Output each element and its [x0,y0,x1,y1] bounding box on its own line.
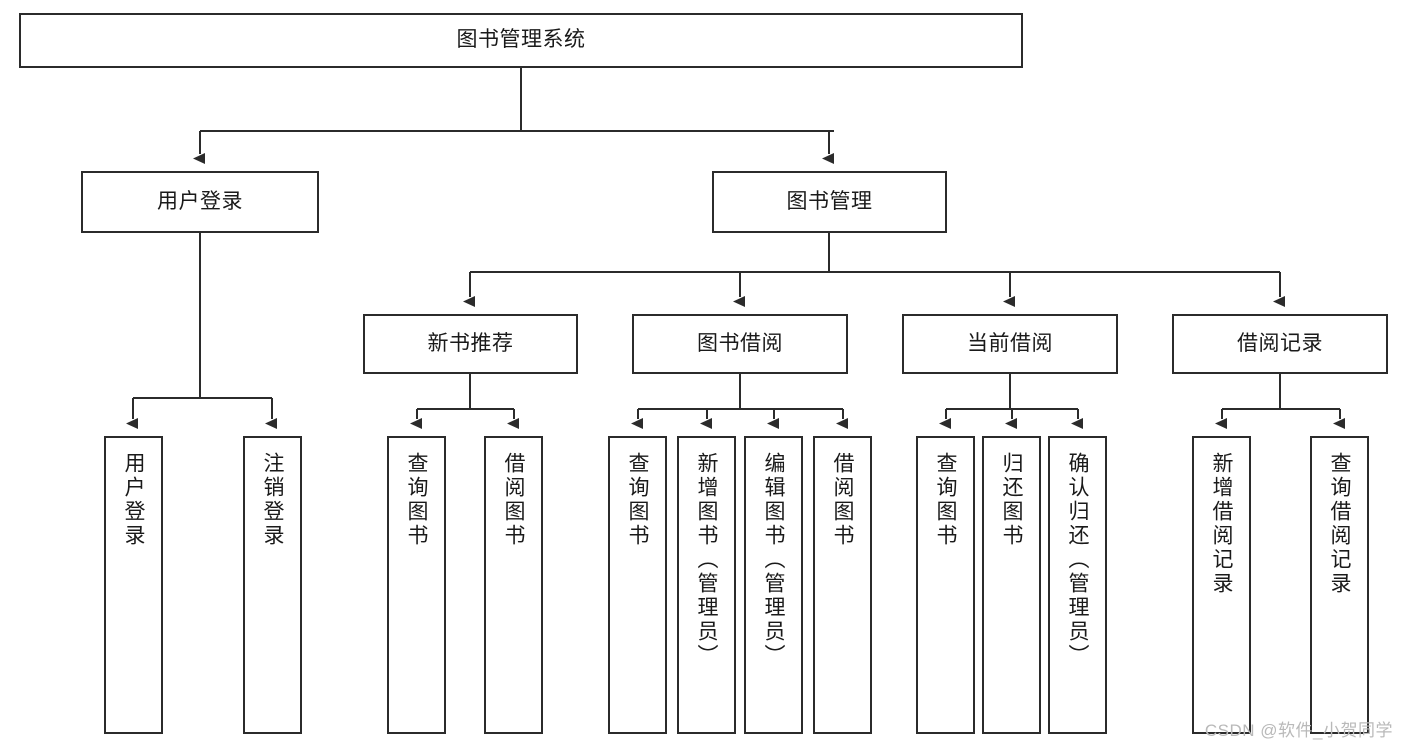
node-current-borrow[interactable]: 当前借阅 [902,314,1118,374]
leaf-logout[interactable]: 注销登录 [243,436,302,734]
node-new-book-recommend[interactable]: 新书推荐 [363,314,578,374]
leaf-query-book-recommend[interactable]: 查询图书 [387,436,446,734]
node-label: 当前借阅 [967,331,1053,355]
leaf-return-book[interactable]: 归还图书 [982,436,1041,734]
node-label: 新增图书（管理员） [695,452,718,668]
node-book-management[interactable]: 图书管理 [712,171,947,233]
leaf-add-book-admin[interactable]: 新增图书（管理员） [677,436,736,734]
node-label: 借阅图书 [502,452,525,548]
leaf-user-login[interactable]: 用户登录 [104,436,163,734]
watermark: CSDN @软件_小贺同学 [1204,721,1393,740]
node-label: 借阅图书 [831,452,854,548]
node-book-borrow[interactable]: 图书借阅 [632,314,848,374]
node-label: 新书推荐 [427,331,514,355]
node-user-login[interactable]: 用户登录 [81,171,319,233]
leaf-query-book-current[interactable]: 查询图书 [916,436,975,734]
node-label: 图书借阅 [697,331,783,355]
node-label: 查询借阅记录 [1328,452,1351,596]
node-label: 归还图书 [1000,452,1023,548]
node-label: 新增借阅记录 [1210,452,1233,596]
node-label: 查询图书 [626,452,649,548]
leaf-add-borrow-record[interactable]: 新增借阅记录 [1192,436,1251,734]
leaf-query-borrow-record[interactable]: 查询借阅记录 [1310,436,1369,734]
leaf-query-book-borrow[interactable]: 查询图书 [608,436,667,734]
node-label: 图书管理 [786,189,873,213]
leaf-borrow-book[interactable]: 借阅图书 [813,436,872,734]
node-label: 用户登录 [122,452,145,548]
node-label: 查询图书 [934,452,957,548]
node-label: 编辑图书（管理员） [762,452,785,668]
node-label: 查询图书 [405,452,428,548]
node-label: 图书管理系统 [456,28,586,52]
node-root-book-management-system[interactable]: 图书管理系统 [19,13,1023,68]
node-label: 确认归还（管理员） [1066,452,1089,668]
node-label: 借阅记录 [1237,331,1323,355]
leaf-edit-book-admin[interactable]: 编辑图书（管理员） [744,436,803,734]
leaf-confirm-return-admin[interactable]: 确认归还（管理员） [1048,436,1107,734]
node-label: 用户登录 [157,189,243,213]
leaf-borrow-book-recommend[interactable]: 借阅图书 [484,436,543,734]
node-label: 注销登录 [261,452,284,548]
node-borrow-record[interactable]: 借阅记录 [1172,314,1388,374]
